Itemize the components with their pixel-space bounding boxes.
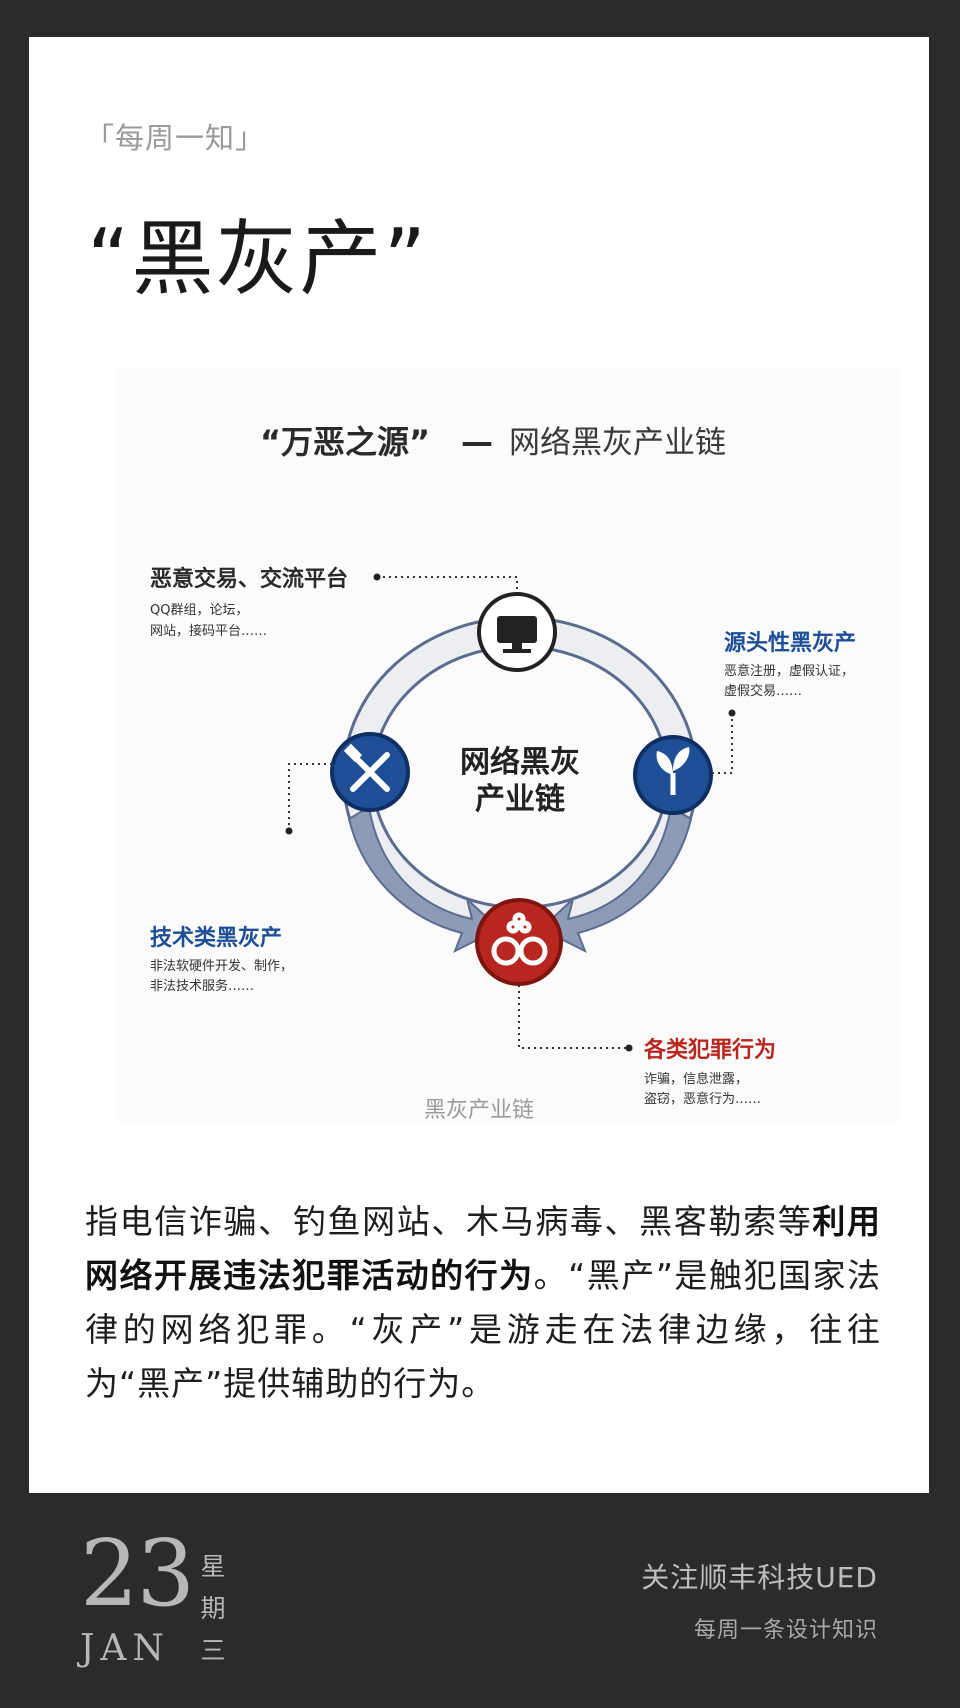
connector-lines [288,576,733,1049]
tagline-text: 每周一条设计知识 [693,1618,878,1643]
tools-node [330,732,410,812]
node-platform-desc1: QQ群组，论坛， [150,603,248,618]
node-crime-desc1: 诈骗，信息泄露， [644,1071,748,1087]
weekday-char-3: 三 [200,1636,226,1665]
handcuffs-node [475,898,563,986]
weekday-char-2: 期 [200,1594,226,1623]
monitor-icon [497,616,537,643]
date-month: JAN [80,1628,170,1669]
sprout-icon [656,747,690,795]
node-platform-title: 恶意交易、交流平台 [150,566,348,592]
monitor-node [477,592,557,672]
diagram-center-line1: 网络黑灰 [460,745,580,780]
diagram-heading-dash: — [461,423,493,461]
weekday-char-1: 星 [200,1552,226,1581]
follow-text: 关注顺丰科技UED [641,1561,878,1594]
article-title: “黑灰产” [87,212,428,307]
article-card: 「每周一知」 “黑灰产” “万恶之源” — 网络黑灰产业链 网络黑灰 产业链 [29,37,929,1493]
node-platform-desc2: 网站，接码平台…… [150,623,267,639]
node-crime-desc2: 盗窃，恶意行为…… [644,1091,761,1107]
diagram-center-line2: 产业链 [475,782,565,817]
arrow-right [539,805,693,954]
series-label: 「每周一知」 [85,121,266,155]
node-tech-desc1: 非法软硬件开发、制作， [150,958,293,974]
node-source-desc1: 恶意注册，虚假认证， [724,663,854,679]
node-source-desc2: 虚假交易…… [724,683,802,699]
handcuffs-icon [491,912,548,966]
date-weekday: 星 期 三 [198,1546,228,1672]
body-part2: 。“黑产”是触犯国家法律的网络犯罪。“灰产”是游走在法律边缘，往往为“黑产”提供… [85,1256,881,1403]
diagram-svg: “万恶之源” — 网络黑灰产业链 网络黑灰 产业链 [150,423,856,1107]
node-tech-title: 技术类黑灰产 [150,925,282,951]
article-body: 指电信诈骗、钓鱼网站、木马病毒、黑客勒索等利用网络开展违法犯罪活动的行为。“黑产… [85,1195,881,1411]
date-day: 23 [80,1520,195,1627]
node-crime-title: 各类犯罪行为 [643,1037,776,1063]
diagram-heading-quote: “万恶之源” [260,423,430,461]
sprout-node [633,735,713,815]
industry-chain-diagram: “万恶之源” — 网络黑灰产业链 网络黑灰 产业链 [117,367,899,1123]
body-bold: 利用网络开展违法犯罪活动的行为 [85,1202,882,1295]
diagram-heading-rest: 网络黑灰产业链 [509,425,726,461]
body-part1: 指电信诈骗、钓鱼网站、木马病毒、黑客勒索等 [85,1202,813,1241]
hammer-wrench-icon [350,752,390,792]
figure-caption: 黑灰产业链 [423,1098,534,1123]
node-source-title: 源头性黑灰产 [724,630,856,656]
node-tech-desc2: 非法技术服务…… [150,978,254,994]
